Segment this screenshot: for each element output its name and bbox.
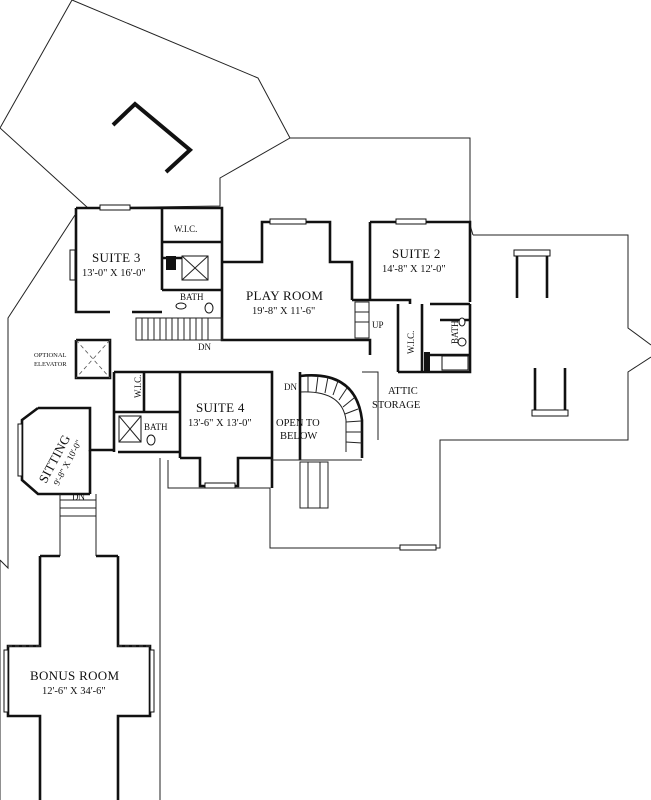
porch-skylights (513, 249, 569, 417)
room-name: SUITE 3 (92, 250, 141, 265)
stair-north (135, 317, 223, 341)
bath-label: BATH (180, 292, 204, 302)
room-dimensions: 12'-6" X 34'-6" (42, 686, 106, 697)
stair-down-label: DN (72, 492, 85, 502)
fixtures (118, 255, 469, 446)
wic-label: W.I.C. (406, 331, 416, 354)
svg-text:OPEN TO: OPEN TO (276, 418, 320, 429)
room-bonus-room: BONUS ROOM 12'-6" X 34'-6" (30, 668, 119, 697)
room-suite-2: SUITE 2 14'-8" X 12'-0" (382, 246, 446, 275)
stair-down-label: DN (284, 382, 297, 392)
room-name: SUITE 2 (392, 246, 441, 261)
walls-upper (74, 206, 472, 374)
room-name: PLAY ROOM (246, 288, 323, 303)
room-dimensions: 14'-8" X 12'-0" (382, 264, 446, 275)
windows (69, 204, 427, 489)
room-suite-4: SUITE 4 13'-6" X 13'-0" (188, 400, 252, 429)
svg-text:ELEVATOR: ELEVATOR (34, 361, 67, 368)
room-dimensions: 13'-6" X 13'-0" (188, 418, 252, 429)
room-name: SUITE 4 (196, 400, 245, 415)
open-to-below-label: OPEN TO BELOW (276, 418, 320, 442)
room-play-room: PLAY ROOM 19'-8" X 11'-6" (246, 288, 323, 317)
walls-sitting (20, 406, 114, 556)
stair-up (354, 301, 370, 339)
svg-text:STORAGE: STORAGE (372, 400, 420, 411)
roof-ridge (111, 101, 194, 174)
room-name: BONUS ROOM (30, 668, 119, 683)
wic-label: W.I.C. (133, 375, 143, 398)
svg-text:BELOW: BELOW (280, 431, 317, 442)
optional-elevator-label: OPTIONAL ELEVATOR (34, 352, 67, 368)
stair-lower (299, 461, 437, 551)
room-dimensions: 19'-8" X 11'-6" (252, 306, 315, 317)
svg-text:OPTIONAL: OPTIONAL (34, 352, 67, 359)
svg-text:ATTIC: ATTIC (388, 386, 418, 397)
stair-down-label: DN (198, 342, 211, 352)
room-suite-3: SUITE 3 13'-0" X 16'-0" (82, 250, 146, 279)
attic-storage-label: ATTIC STORAGE (372, 386, 420, 411)
room-dimensions: 13'-0" X 16'-0" (82, 268, 146, 279)
bath-label: BATH (144, 422, 168, 432)
walls-bonus (3, 423, 155, 800)
room-sitting: SITTING 9'-8" X 10'-0" (35, 432, 84, 487)
bath-label: BATH (450, 320, 460, 344)
wic-label: W.I.C. (174, 224, 197, 234)
stair-up-label: UP (372, 320, 384, 330)
walls-middle (74, 338, 379, 488)
